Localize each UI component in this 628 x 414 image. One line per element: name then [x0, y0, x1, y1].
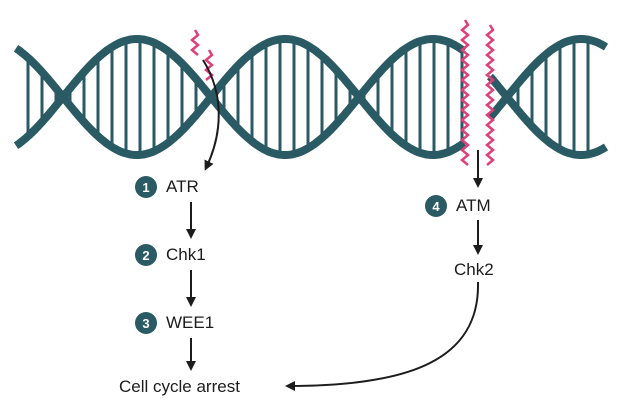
dna-strand-a — [13, 35, 467, 159]
atm-node: 4 ATM — [425, 195, 491, 217]
outcome-node: Cell cycle arrest — [119, 376, 240, 398]
atr-node: 1 ATR — [135, 176, 199, 198]
wee1-node: 3 WEE1 — [135, 312, 214, 334]
double-strand-break-icon — [485, 24, 495, 166]
chk1-node: 2 Chk1 — [135, 244, 206, 266]
dna-strand-b — [486, 35, 609, 121]
pathway-arrows — [186, 59, 483, 391]
cell-cycle-arrest-label: Cell cycle arrest — [119, 377, 240, 396]
chk2-label: Chk2 — [454, 260, 494, 279]
atr-label: ATR — [166, 177, 199, 196]
dna-strand-b — [13, 35, 467, 159]
chk1-label: Chk1 — [166, 245, 206, 264]
step-badge-4: 4 — [425, 195, 447, 217]
step-badge-1: 1 — [135, 176, 157, 198]
atm-label: ATM — [456, 196, 491, 215]
single-strand-break-icon — [190, 29, 200, 56]
arrow-break-to-atr — [202, 59, 220, 171]
double-strand-break-icon — [460, 19, 470, 166]
wee1-label: WEE1 — [166, 313, 215, 332]
chk2-node: Chk2 — [454, 259, 494, 281]
step-badge-3: 3 — [135, 312, 157, 334]
arrow-chk2-to-arrest — [285, 281, 480, 391]
break-marks — [190, 19, 495, 166]
step-badge-2: 2 — [135, 244, 157, 266]
dna-strands — [13, 29, 609, 159]
single-strand-break-icon — [204, 49, 214, 81]
